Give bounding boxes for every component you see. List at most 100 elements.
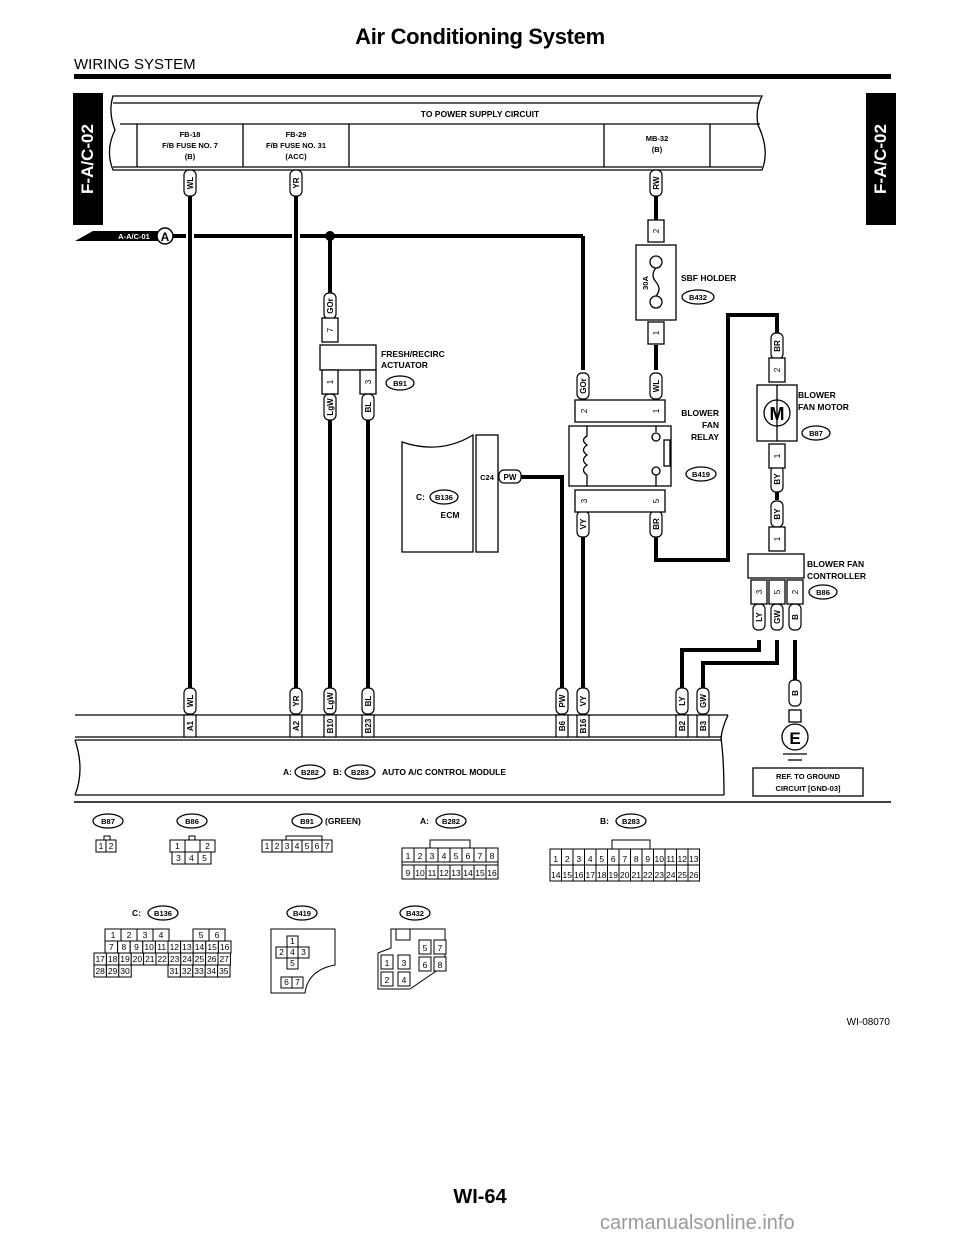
connector-badge: B282	[442, 817, 460, 826]
pin-label: 1	[773, 536, 782, 541]
connector-pin-number: 4	[290, 947, 295, 957]
connector-pin-number: 23	[170, 954, 180, 964]
connector-prefix: C:	[132, 908, 141, 918]
page-title: Air Conditioning System	[355, 24, 605, 49]
connector-pin-number: 7	[109, 942, 114, 952]
connector-badge: B136	[154, 909, 172, 918]
connector-pin-number: 29	[108, 966, 118, 976]
wire-color-label: BR	[773, 340, 782, 352]
connector-pin-cell	[197, 851, 212, 865]
relay-label: BLOWER	[681, 408, 719, 418]
fresh-recirc-actuator: 7 1 3 FRESH/RECIRC ACTUATOR B91	[319, 317, 445, 395]
connector-pin-number: 2	[109, 841, 114, 851]
pin-label: 1	[652, 330, 661, 335]
wire-color-label: WL	[186, 177, 195, 190]
connector-pin-cell	[118, 964, 132, 978]
connector-badge: B86	[816, 588, 830, 597]
connector-pin-cell	[291, 976, 304, 989]
fuse-label: FB-29	[286, 130, 307, 139]
connector-prefix: A:	[420, 816, 429, 826]
connector-pin-number: 27	[219, 954, 229, 964]
connector-pin-number: 3	[301, 947, 306, 957]
connector-prefix: B:	[600, 816, 609, 826]
connector-pin-number: 14	[463, 868, 473, 878]
connector-pin-number: 2	[565, 854, 570, 864]
connector-pin-number: 9	[406, 868, 411, 878]
connector-pin-number: 20	[620, 870, 630, 880]
connector-pin-number: 3	[430, 851, 435, 861]
ground-ref-label: CIRCUIT [GND-03]	[776, 784, 842, 793]
connector-pin-number: 6	[423, 960, 428, 970]
module-pin-label: B6	[558, 720, 567, 731]
fuse-rating: 30A	[641, 276, 650, 290]
connector-pin-cell	[418, 956, 432, 972]
connector-pin-number: 33	[194, 966, 204, 976]
connector-pin-number: 26	[207, 954, 217, 964]
connector-badge: B87	[809, 429, 823, 438]
connector-pin-number: 22	[643, 870, 653, 880]
watermark: carmanualsonline.info	[600, 1212, 795, 1234]
wire-color-label: GW	[773, 610, 782, 624]
connector-pin-number: 6	[215, 930, 220, 940]
connector-badge: B282	[301, 768, 319, 777]
wire-color-tag: VY	[576, 687, 590, 715]
connector-pin-number: 4	[159, 930, 164, 940]
connector-badge: B91	[393, 379, 407, 388]
module-prefix: A:	[283, 767, 292, 777]
connector-pin-number: 25	[195, 954, 205, 964]
connector-pin-number: 8	[634, 854, 639, 864]
module-prefix: B:	[333, 767, 342, 777]
pin-label: 2	[791, 589, 800, 594]
connector-badge: B87	[101, 817, 115, 826]
module-pin-box	[361, 714, 375, 738]
module-pin-box	[675, 714, 689, 738]
motor-symbol: M	[770, 404, 785, 424]
connector-pin-number: 5	[454, 851, 459, 861]
connector-pin-number: 10	[144, 942, 154, 952]
fuse-label: (B)	[652, 145, 663, 154]
module-pin-label: B10	[326, 718, 335, 733]
connector-badge: B283	[622, 817, 640, 826]
connector-pin-number: 35	[219, 966, 229, 976]
wire-color-tag: GOr	[323, 292, 337, 320]
connector-pin-number: 1	[406, 851, 411, 861]
wire-color-label: B	[791, 614, 800, 620]
connector-badge: B136	[435, 493, 453, 502]
pin-label: 3	[755, 589, 764, 594]
connector-pin-number: 12	[170, 942, 180, 952]
connector-pin-number: 5	[423, 943, 428, 953]
module-pin-label: B2	[678, 720, 687, 731]
wire-color-tag: YR	[289, 169, 303, 197]
ground-reference-box[interactable]: REF. TO GROUND CIRCUIT [GND-03]	[752, 767, 864, 797]
connector-badge-outline	[176, 813, 208, 829]
controller-label: BLOWER FAN	[807, 559, 864, 569]
relay-label: FAN	[702, 420, 719, 430]
wire-color-label: YR	[292, 177, 301, 188]
wire-color-tag: WL	[183, 169, 197, 197]
connector-pin-number: 10	[655, 854, 665, 864]
offpage-connector-a[interactable]: A-A/C-01 A	[75, 227, 174, 245]
connector-pin-number: 2	[127, 930, 132, 940]
connector-pin-number: 7	[325, 841, 330, 851]
page-number: WI-64	[453, 1186, 507, 1208]
module-pin-label: A2	[292, 720, 301, 731]
wire-color-label: GOr	[579, 378, 588, 394]
connector-pin-number: 2	[275, 841, 280, 851]
connector-pin-number: 16	[574, 870, 584, 880]
connector-badge: B91	[300, 817, 314, 826]
auto-ac-control-module: A: B282 B: B283 AUTO A/C CONTROL MODULE	[74, 714, 729, 796]
motor-label: BLOWER	[798, 390, 836, 400]
ground-symbol: E	[781, 709, 809, 761]
connector-pin-number: 28	[95, 966, 105, 976]
connector-pin-number: 19	[120, 954, 130, 964]
module-pin-label: B16	[579, 718, 588, 733]
module-pin-label: B3	[699, 720, 708, 731]
ground-ref-label: REF. TO GROUND	[776, 772, 841, 781]
connector-pin-number: 6	[284, 977, 289, 987]
connector-pin-number: 11	[666, 854, 675, 864]
connector-pin-number: 25	[678, 870, 688, 880]
wire-color-tag: BY	[770, 500, 784, 528]
connector-badge-outline	[286, 905, 318, 921]
connector-pin-number: 26	[689, 870, 699, 880]
connector-pin-number: 8	[438, 960, 443, 970]
